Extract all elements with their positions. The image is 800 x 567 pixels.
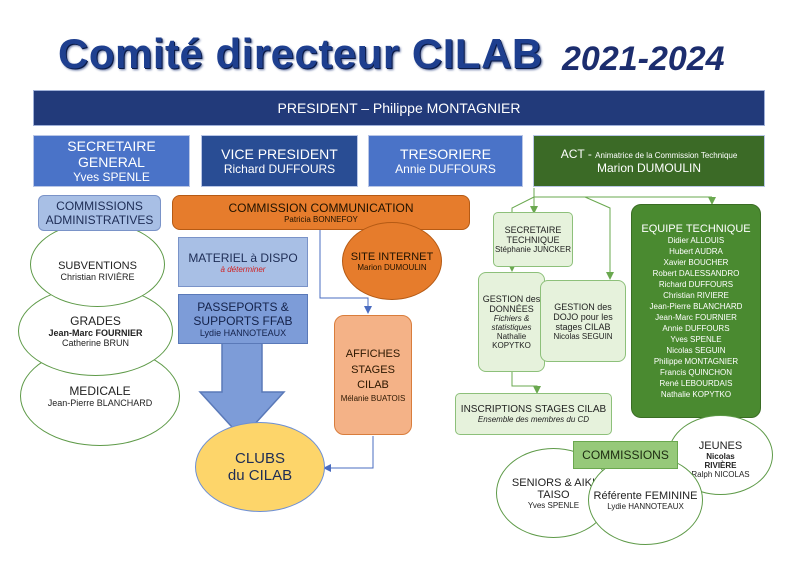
commissions-admin-box: COMMISSIONS ADMINISTRATIVES: [38, 195, 161, 231]
jeunes-name1: Nicolas: [706, 451, 735, 461]
communication-box: COMMISSION COMMUNICATION Patricia BONNEF…: [172, 195, 470, 230]
passeports-label: PASSEPORTS & SUPPORTS FFAB: [193, 300, 293, 328]
president-bar: PRESIDENT – Philippe MONTAGNIER: [33, 90, 765, 126]
passeports-box: PASSEPORTS & SUPPORTS FFAB Lydie HANNOTE…: [178, 294, 308, 344]
seniors-name: Yves SPENLE: [527, 500, 580, 510]
gestion-dojo-box: GESTION des DOJO pour les stages CILAB N…: [540, 280, 626, 362]
commissions-box: COMMISSIONS: [573, 441, 678, 469]
donnees-to-inscriptions-line: [511, 372, 541, 394]
gestion-donnees-name: Nathalie KOPYTKO: [492, 332, 531, 350]
seniors-label: SENIORS & AIKI TAISO: [511, 476, 596, 501]
inscriptions-label: INSCRIPTIONS STAGES CILAB: [460, 404, 607, 415]
medicale-name: Jean-Pierre BLANCHARD: [47, 398, 153, 408]
subventions-label: SUBVENTIONS: [58, 259, 137, 272]
materiel-label: MATERIEL à DISPO: [188, 250, 298, 265]
page-title: Comité directeur CILAB: [58, 30, 543, 77]
equipe-member: Richard DUFFOURS: [658, 279, 734, 289]
act-tree-line: [533, 188, 712, 198]
materiel-box: MATERIEL à DISPO à déterminer: [178, 237, 308, 287]
equipe-member: Jean-Marc FOURNIER: [655, 312, 737, 322]
gestion-dojo-name: Nicolas SEGUIN: [553, 331, 613, 341]
inscriptions-box: INSCRIPTIONS STAGES CILAB Ensemble des m…: [455, 393, 612, 435]
president-label: PRESIDENT – Philippe MONTAGNIER: [277, 100, 521, 116]
equipe-member: Christian RIVIERE: [663, 290, 729, 300]
equipe-member: Francis QUINCHON: [659, 367, 732, 377]
materiel-note: à déterminer: [220, 264, 266, 274]
equipe-member: Robert DALESSANDRO: [652, 268, 740, 278]
jeunes-name2: Ralph NICOLAS: [691, 469, 750, 479]
site-name: Marion DUMOULIN: [357, 262, 427, 272]
tresoriere-name: Annie DUFFOURS: [395, 162, 496, 176]
clubs-line2: du CILAB: [227, 467, 293, 484]
equipe-members: Didier ALLOUIS Hubert AUDRA Xavier BOUCH…: [650, 235, 743, 400]
secretaire-name: Yves SPENLE: [73, 170, 150, 184]
com-to-affiches-line: [319, 229, 372, 314]
term-years: 2021-2024: [562, 40, 725, 78]
equipe-member: Jean-Pierre BLANCHARD: [649, 301, 743, 311]
equipe-member: Philippe MONTAGNIER: [653, 356, 739, 366]
secretaire-role: SECRETAIRE GENERAL: [67, 138, 156, 170]
vice-role: VICE PRESIDENT: [221, 146, 338, 162]
vice-name: Richard DUFFOURS: [223, 162, 336, 176]
subventions-name: Christian RIVIÈRE: [60, 271, 135, 282]
equipe-member: Nathalie KOPYTKO: [660, 389, 732, 399]
commissions-label: COMMISSIONS: [582, 448, 669, 462]
jeunes-ellipse: JEUNES Nicolas RIVIÈRE Ralph NICOLAS: [668, 415, 773, 495]
affiches-label: AFFICHES STAGES CILAB: [345, 348, 401, 392]
subventions-ellipse: SUBVENTIONS Christian RIVIÈRE: [30, 222, 165, 307]
clubs-ellipse: CLUBS du CILAB: [195, 422, 325, 512]
equipe-label: EQUIPE TECHNIQUE: [641, 222, 751, 235]
secretaire-tech-name: Stéphanie JUNCKER: [494, 245, 572, 254]
grades-name1: Jean-Marc FOURNIER: [48, 328, 143, 338]
referente-label: Référente FEMININE: [593, 489, 698, 502]
act-box: ACT - Animatrice de la Commission Techni…: [533, 135, 765, 187]
act-role-detail: Animatrice de la Commission Technique: [595, 151, 738, 160]
clubs-line1: CLUBS: [234, 450, 286, 467]
referente-name: Lydie HANNOTEAUX: [607, 501, 684, 511]
inscriptions-note: Ensemble des membres du CD: [477, 415, 590, 424]
equipe-member: René LEBOURDAIS: [659, 378, 733, 388]
equipe-member: Didier ALLOUIS: [667, 235, 725, 245]
equipe-member: Annie DUFFOURS: [662, 323, 730, 333]
commissions-admin-label: COMMISSIONS ADMINISTRATIVES: [45, 199, 154, 227]
jeunes-name1b: RIVIÈRE: [704, 460, 737, 470]
gestion-donnees-label: GESTION des DONNÉES: [482, 294, 541, 314]
gestion-donnees-box: GESTION des DONNÉES Fichiers & statistiq…: [478, 272, 545, 372]
tresoriere-role: TRESORIERE: [399, 146, 491, 162]
tresoriere-box: TRESORIERE Annie DUFFOURS: [368, 135, 523, 187]
medicale-label: MEDICALE: [69, 384, 131, 398]
gestion-donnees-note: Fichiers & statistiques: [491, 314, 532, 332]
grades-label: GRADES: [70, 314, 121, 328]
act-role-line: ACT - Animatrice de la Commission Techni…: [561, 147, 738, 161]
equipe-member: Yves SPENLE: [670, 334, 722, 344]
passeports-name: Lydie HANNOTEAUX: [199, 328, 287, 338]
secretaire-box: SECRETAIRE GENERAL Yves SPENLE: [33, 135, 190, 187]
secretaire-tech-label: SECRETAIRE TECHNIQUE: [504, 225, 562, 245]
gestion-dojo-label: GESTION des DOJO pour les stages CILAB: [553, 301, 613, 332]
equipe-member: Xavier BOUCHER: [663, 257, 729, 267]
grades-name2: Catherine BRUN: [61, 338, 130, 348]
communication-label: COMMISSION COMMUNICATION: [228, 201, 414, 215]
communication-name: Patricia BONNEFOY: [284, 215, 358, 224]
secretaire-tech-box: SECRETAIRE TECHNIQUE Stéphanie JUNCKER: [493, 212, 573, 267]
affiches-to-clubs-line: [323, 436, 374, 472]
act-name: Marion DUMOULIN: [596, 161, 701, 175]
act-role: ACT -: [560, 147, 596, 161]
equipe-box: EQUIPE TECHNIQUE Didier ALLOUIS Hubert A…: [631, 204, 761, 418]
affiches-box: AFFICHES STAGES CILAB Mélanie BUATOIS: [334, 315, 412, 435]
equipe-member: Hubert AUDRA: [669, 246, 723, 256]
affiches-name: Mélanie BUATOIS: [340, 393, 406, 403]
site-label: SITE INTERNET: [350, 250, 434, 263]
site-ellipse: SITE INTERNET Marion DUMOULIN: [342, 222, 442, 300]
vice-box: VICE PRESIDENT Richard DUFFOURS: [201, 135, 358, 187]
jeunes-label: JEUNES: [698, 439, 743, 452]
equipe-member: Nicolas SEGUIN: [666, 345, 726, 355]
